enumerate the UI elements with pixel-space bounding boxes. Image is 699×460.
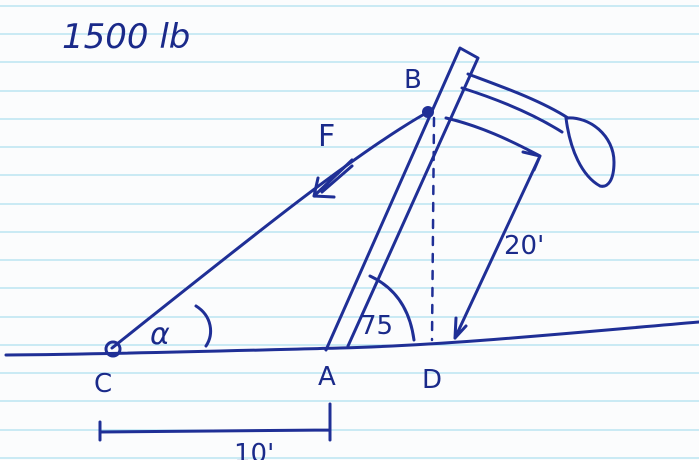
dimension-ca-bar xyxy=(98,402,332,442)
length-bd-label: 20' xyxy=(504,231,544,261)
force-arrow xyxy=(312,158,354,199)
pole xyxy=(324,46,480,352)
header-note: 1500 lb xyxy=(62,17,190,57)
angle-75-arc xyxy=(368,274,416,342)
point-c-label: C xyxy=(94,369,112,399)
angle-75-label: 75 xyxy=(360,311,393,341)
point-c-marker xyxy=(104,340,122,358)
point-b-marker xyxy=(422,106,434,118)
pole-attachment-leaf xyxy=(564,116,616,188)
dashed-vertical xyxy=(430,116,436,342)
force-line xyxy=(110,110,430,350)
length-ca-label: 10' xyxy=(234,439,274,460)
angle-alpha-label: α xyxy=(150,317,170,352)
angle-alpha-arc xyxy=(194,304,213,348)
point-b-label: B xyxy=(404,65,422,95)
point-d-label: D xyxy=(422,365,442,395)
point-a-label: A xyxy=(318,362,336,392)
force-label: F xyxy=(318,119,335,154)
dimension-bd-arrow xyxy=(444,116,542,340)
pole-attachment xyxy=(460,72,570,134)
